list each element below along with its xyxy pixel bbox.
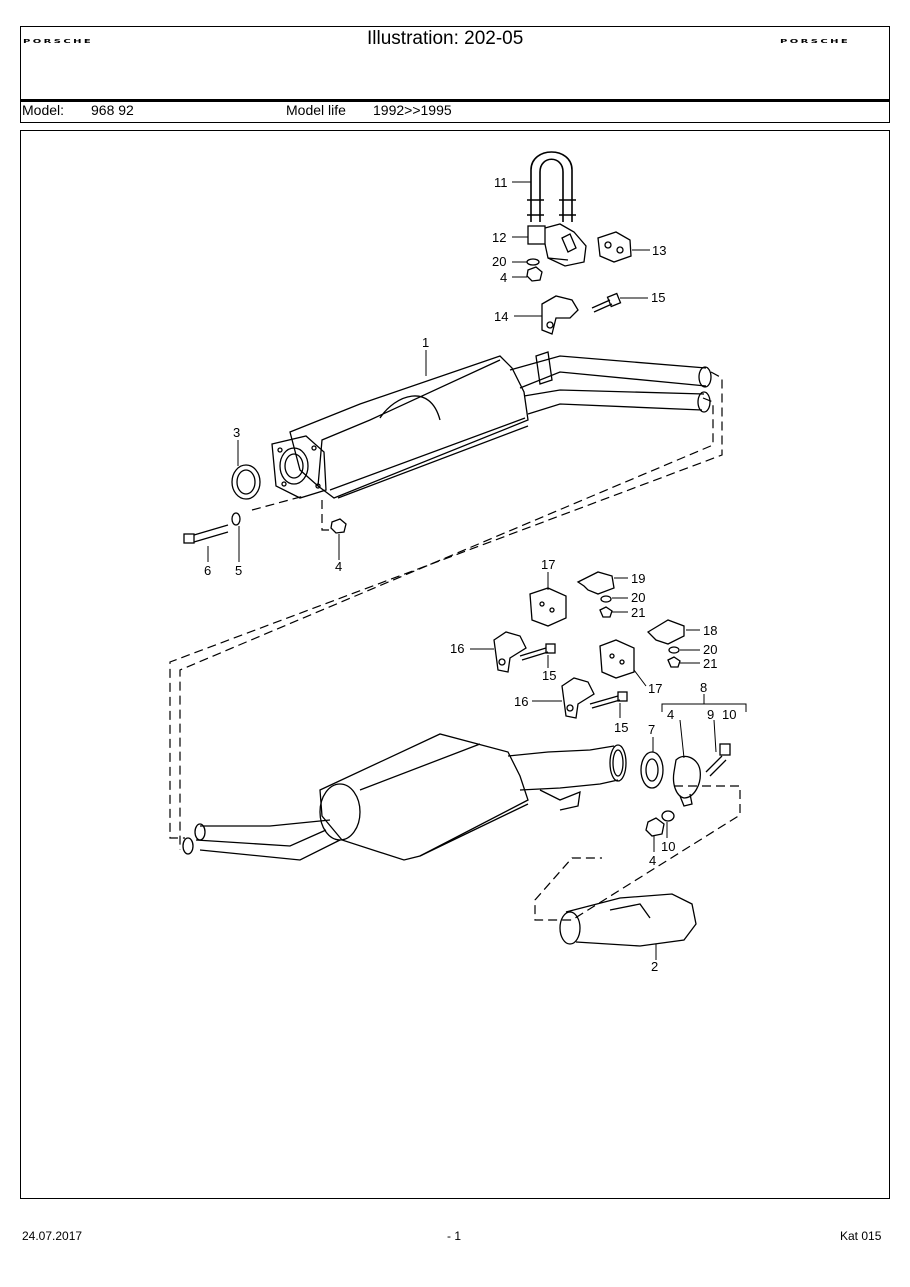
bolt-15-mid [519,643,556,661]
callout-8: 8 [700,680,707,695]
gasket-ring-3 [231,464,261,500]
callout-10-a: 10 [722,707,736,722]
front-flange [271,435,327,499]
callout-4-b: 4 [335,559,342,574]
footer-page-number: - 1 [447,1229,462,1243]
bracket-12 [527,223,587,267]
callout-4-d: 4 [649,853,656,868]
clamp-8 [672,755,701,807]
seal-ring-7 [640,751,664,789]
callout-20-a: 20 [492,254,506,269]
callout-17-a: 17 [541,557,555,572]
callout-12: 12 [492,230,506,245]
callout-15-b: 15 [542,668,556,683]
callout-15-c: 15 [614,720,628,735]
bracket-19 [576,571,615,595]
callout-6: 6 [204,563,211,578]
callout-9: 9 [707,707,714,722]
washer-10 [661,810,675,822]
washer-20-low [668,646,680,654]
callout-17-b: 17 [648,681,662,696]
callout-1: 1 [422,335,429,350]
callout-16-b: 16 [514,694,528,709]
washer-20-top [526,258,540,266]
bracket-18 [646,619,685,645]
callout-21-b: 21 [703,656,717,671]
callout-21-a: 21 [631,605,645,620]
rubber-mount-17-upper [529,587,567,627]
u-bolt-11 [527,151,576,222]
footer-date: 24.07.2017 [22,1229,83,1243]
tailpipe-trim-2 [559,893,697,947]
bracket-16-upper [493,631,527,673]
bolt-15-top [591,292,622,313]
callout-5: 5 [235,563,242,578]
page-title: Illustration: 202-05 [367,28,524,49]
washer-5 [231,512,241,526]
bolt-15-low [589,691,628,709]
model-life-value: 1992>>1995 [373,102,452,118]
brand-logo-right: PORSCHE [780,38,851,45]
bolt-9 [705,743,731,777]
rubber-mount-13 [597,231,632,263]
model-label: Model: [22,102,65,118]
callout-16-a: 16 [450,641,464,656]
rear-muffler [182,733,627,861]
brand-logo-left: PORSCHE [23,38,94,45]
rubber-mount-17-lower [599,639,635,679]
front-muffler-1 [289,351,712,499]
bracket-14 [541,295,579,335]
callout-4-c: 4 [667,707,674,722]
callout-19: 19 [631,571,645,586]
callout-2: 2 [651,959,658,974]
callout-labels: 11 12 20 4 13 14 15 1 3 6 5 4 17 19 20 2… [204,175,736,974]
callout-7: 7 [648,722,655,737]
bolt-6 [183,524,229,544]
callout-20-b: 20 [631,590,645,605]
callout-15-a: 15 [651,290,665,305]
nut-21-mid [599,606,613,618]
callout-11: 11 [494,175,508,190]
callout-13: 13 [652,243,666,258]
nut-4-low [645,817,665,837]
footer-catalog: Kat 015 [840,1229,882,1243]
model-value: 968 92 [91,102,134,118]
model-life-label: Model life [286,102,346,118]
callout-4-a: 4 [500,270,507,285]
callout-20-c: 20 [703,642,717,657]
header-divider [20,99,890,102]
bracket-16-lower [561,677,595,719]
callout-3: 3 [233,425,240,440]
illustration-frame [20,130,890,1199]
nut-21-low [667,656,681,668]
callout-14: 14 [494,309,508,324]
washer-20-mid [600,595,612,603]
nut-4-mid [330,518,347,534]
leader-lines [207,181,747,960]
callout-10-b: 10 [661,839,675,854]
nut-4-top [526,266,543,282]
header-box [20,26,890,123]
callout-18: 18 [703,623,717,638]
